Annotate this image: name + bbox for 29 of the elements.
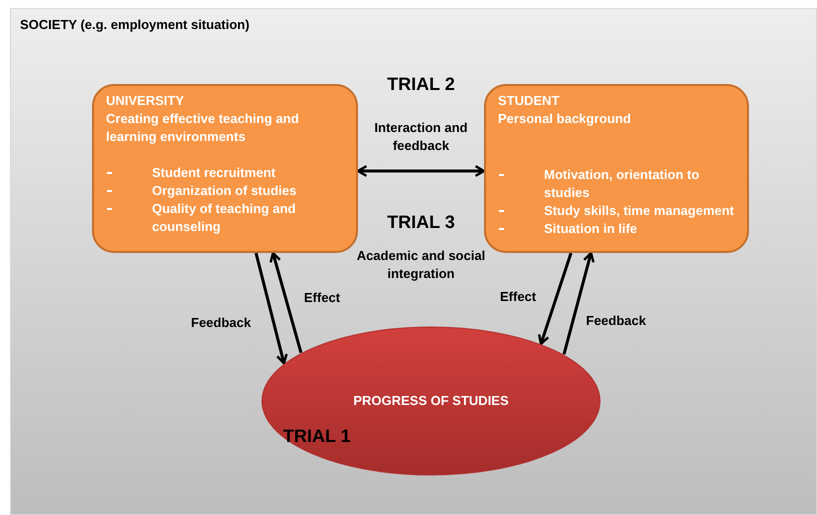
edge-label: Interaction and feedback [373, 119, 469, 155]
trial-label: TRIAL 1 [283, 427, 351, 445]
arrow [356, 165, 486, 177]
arrow [269, 252, 302, 354]
box-heading: UNIVERSITY [106, 92, 186, 110]
note-text: Academic and social integration [356, 247, 486, 283]
ellipse-label: PROGRESS OF STUDIES [353, 392, 509, 410]
trial-label: TRIAL 3 [386, 213, 456, 231]
society-panel [10, 8, 817, 515]
arrow [254, 252, 288, 365]
arrow [538, 252, 572, 346]
arrow [562, 252, 595, 355]
bullet-text: Situation in life [544, 220, 638, 238]
edge-label: Feedback [586, 312, 646, 330]
bullet-text: Student recruitment [152, 164, 276, 182]
edge-label: Feedback [191, 314, 251, 332]
edge-label: Effect [304, 289, 340, 307]
bullet-text: Study skills, time management [544, 202, 734, 220]
bullet-text: Organization of studies [152, 182, 296, 200]
rounded-box [484, 84, 749, 253]
panel-heading: SOCIETY (e.g. employment situation) [20, 16, 250, 34]
bullet-text: Quality of teaching and counseling [152, 200, 297, 236]
box-subtitle: Creating effective teaching and learning environments [106, 110, 300, 146]
box-heading: STUDENT [498, 92, 560, 110]
box-subtitle: Personal background [498, 110, 632, 128]
rounded-box [92, 84, 358, 253]
bullet-text: Motivation, orientation to studies [544, 166, 700, 202]
trial-label: TRIAL 2 [386, 75, 456, 93]
edge-label: Effect [500, 288, 536, 306]
